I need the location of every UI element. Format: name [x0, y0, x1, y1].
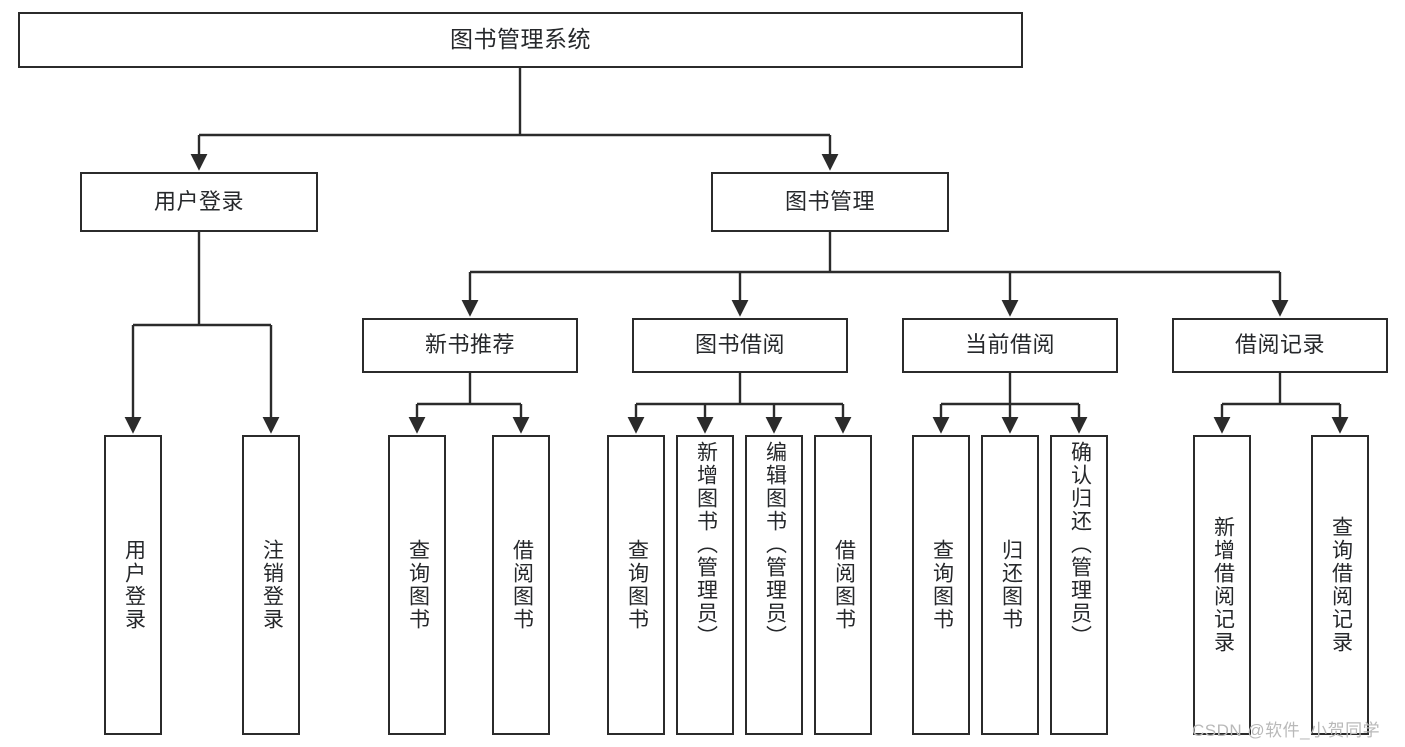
leaf-add-book-admin-label: 新增图书（管理员） — [694, 441, 718, 648]
node-root[interactable]: 图书管理系统 — [18, 12, 1023, 68]
leaf-query-book-current-label: 查询图书 — [930, 539, 954, 631]
node-book-manage-label: 图书管理 — [784, 188, 875, 214]
node-root-label: 图书管理系统 — [450, 26, 591, 53]
node-book-borrow[interactable]: 图书借阅 — [632, 318, 848, 373]
leaf-query-borrow-record-label: 查询借阅记录 — [1329, 516, 1353, 654]
leaf-borrow-book-newbook[interactable]: 借阅图书 — [492, 435, 550, 735]
leaf-confirm-return-admin[interactable]: 确认归还（管理员） — [1050, 435, 1108, 735]
leaf-logout[interactable]: 注销登录 — [242, 435, 300, 735]
node-book-borrow-label: 图书借阅 — [694, 332, 785, 358]
node-borrow-record-label: 借阅记录 — [1234, 332, 1325, 358]
leaf-query-book-borrow-label: 查询图书 — [625, 539, 649, 631]
leaf-user-login-label: 用户登录 — [122, 539, 146, 631]
leaf-add-borrow-record[interactable]: 新增借阅记录 — [1193, 435, 1251, 735]
leaf-query-book-newbook-label: 查询图书 — [406, 539, 430, 631]
leaf-query-book-newbook[interactable]: 查询图书 — [388, 435, 446, 735]
watermark: CSDN @软件_小贺同学 — [1192, 721, 1381, 740]
node-book-manage[interactable]: 图书管理 — [711, 172, 949, 232]
node-new-book-recommend-label: 新书推荐 — [424, 332, 515, 358]
node-user-login-label: 用户登录 — [153, 188, 244, 214]
leaf-query-borrow-record[interactable]: 查询借阅记录 — [1311, 435, 1369, 735]
node-current-borrow-label: 当前借阅 — [964, 332, 1055, 358]
leaf-borrow-book-borrow-label: 借阅图书 — [832, 539, 856, 631]
node-user-login[interactable]: 用户登录 — [80, 172, 318, 232]
leaf-borrow-book-borrow[interactable]: 借阅图书 — [814, 435, 872, 735]
leaf-borrow-book-newbook-label: 借阅图书 — [510, 539, 534, 631]
leaf-edit-book-admin-label: 编辑图书（管理员） — [763, 441, 787, 648]
leaf-user-login[interactable]: 用户登录 — [104, 435, 162, 735]
leaf-edit-book-admin[interactable]: 编辑图书（管理员） — [745, 435, 803, 735]
leaf-return-book-label: 归还图书 — [999, 539, 1023, 631]
node-new-book-recommend[interactable]: 新书推荐 — [362, 318, 578, 373]
leaf-query-book-borrow[interactable]: 查询图书 — [607, 435, 665, 735]
leaf-query-book-current[interactable]: 查询图书 — [912, 435, 970, 735]
node-borrow-record[interactable]: 借阅记录 — [1172, 318, 1388, 373]
leaf-confirm-return-admin-label: 确认归还（管理员） — [1068, 441, 1092, 648]
leaf-return-book[interactable]: 归还图书 — [981, 435, 1039, 735]
node-current-borrow[interactable]: 当前借阅 — [902, 318, 1118, 373]
leaf-add-borrow-record-label: 新增借阅记录 — [1211, 516, 1235, 654]
leaf-add-book-admin[interactable]: 新增图书（管理员） — [676, 435, 734, 735]
leaf-logout-label: 注销登录 — [260, 539, 284, 631]
